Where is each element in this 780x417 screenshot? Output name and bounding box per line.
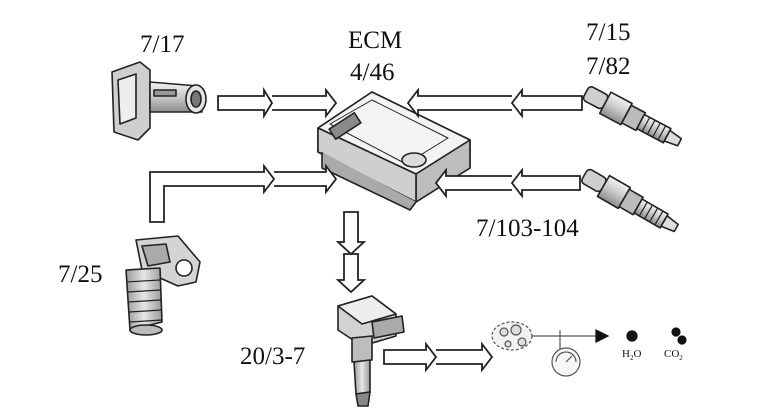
label-ignition-coil: 20/3-7	[240, 343, 306, 370]
label-ecm-line1: ECM	[348, 27, 403, 54]
water-subscript: 2	[629, 354, 634, 363]
maf-sensor-icon	[111, 61, 207, 141]
label-o2-downstream: 7/103-104	[476, 215, 579, 242]
label-o2-upstream-line2: 7/82	[586, 53, 631, 80]
label-water: H2O	[622, 348, 641, 362]
water-tail: O	[633, 348, 642, 360]
camshaft-sensor-icon	[125, 235, 201, 336]
o2-sensor-downstream-icon	[581, 168, 680, 233]
arrow-o2-downstream-to-ecm	[434, 167, 581, 199]
ignition-coil-icon	[337, 295, 405, 407]
label-maf-sensor: 7/17	[140, 31, 185, 58]
water-base: H	[622, 348, 630, 360]
arrow-maf-to-ecm	[217, 86, 338, 120]
label-co2: CO2	[664, 348, 683, 362]
label-ecm-line2: 4/46	[350, 59, 395, 86]
co2-subscript: 2	[679, 354, 683, 363]
arrow-cam-to-ecm	[149, 163, 338, 223]
combustion-icon	[491, 321, 687, 377]
ecm-module-icon	[317, 91, 471, 211]
arrow-coil-to-combustion	[383, 341, 494, 373]
label-o2-upstream-line1: 7/15	[586, 19, 631, 46]
arrow-o2-upstream-to-ecm	[406, 87, 583, 119]
o2-sensor-upstream-icon	[582, 86, 683, 147]
co2-base: CO	[664, 348, 680, 360]
arrow-ecm-to-coil	[335, 211, 367, 294]
label-cam-sensor: 7/25	[58, 261, 103, 288]
